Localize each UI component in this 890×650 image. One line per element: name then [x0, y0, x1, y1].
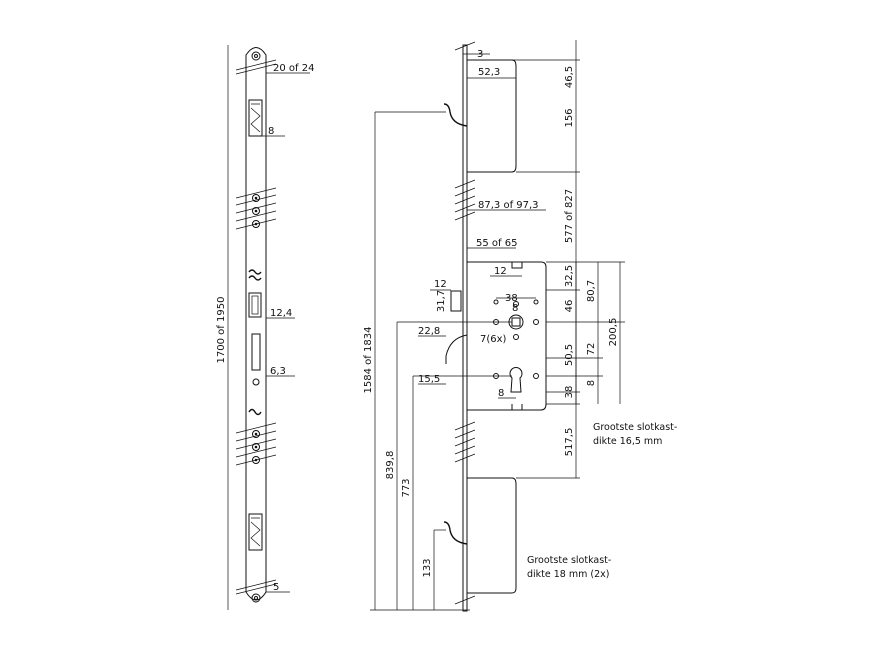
- dim-32-5: 32,5: [564, 265, 575, 287]
- dim-total-height: 1700 of 1950: [216, 297, 227, 364]
- note-2-line-2: dikte 18 mm (2x): [527, 569, 609, 580]
- dim-latch-height: 31,7: [436, 290, 447, 312]
- dim-46: 46: [564, 300, 575, 313]
- dim-follower-offset: 12: [494, 266, 507, 277]
- side-break-marks: [454, 41, 476, 605]
- side-front-plate: [462, 44, 468, 612]
- dim-cyl-offset-b: 8: [498, 388, 504, 399]
- latch-bolt: [450, 290, 462, 312]
- dim-latch-projection: 22,8: [418, 326, 440, 337]
- dim-latch-width: 12,4: [270, 308, 292, 319]
- dim-top-case-depth: 52,3: [478, 67, 500, 78]
- dim-38-lower: 38: [564, 386, 575, 399]
- bottom-screw-hole: [251, 593, 261, 603]
- dim-cyl-offset-a: 8: [586, 380, 597, 386]
- dim-screw-note: 7(6x): [480, 334, 507, 345]
- dim-50-5: 50,5: [564, 344, 575, 366]
- dim-handle-height-1: 1584 of 1834: [363, 327, 374, 394]
- side-view: 3 52,3 46,5 156 87,3 of 97,3 577 of 827 …: [363, 40, 677, 612]
- dim-200-5: 200,5: [608, 318, 619, 347]
- dim-top-offset: 46,5: [564, 66, 575, 88]
- dim-hole-offset: 6,3: [270, 366, 286, 377]
- cylinder-hole: [509, 367, 523, 393]
- dim-plate-thickness: 3: [477, 49, 483, 60]
- dim-spindle-square: 8: [512, 303, 518, 314]
- lower-case: [467, 477, 517, 594]
- dim-15-5: 15,5: [418, 374, 440, 385]
- note-1-line-2: dikte 16,5 mm: [593, 436, 662, 447]
- main-lock-case: [467, 261, 547, 411]
- lower-hook: [443, 521, 468, 545]
- latch-opening: [248, 292, 262, 318]
- dim-top-case-height: 156: [564, 108, 575, 127]
- dim-backset: 55 of 65: [476, 238, 517, 249]
- front-plate-view: 1700 of 1950 20 of 24 8 12,4 6,3 5: [216, 45, 314, 610]
- deadbolt-opening: [251, 333, 261, 371]
- dim-bolt-width: 8: [268, 126, 274, 137]
- lower-holes: [252, 430, 260, 464]
- upper-symbol: [248, 269, 262, 281]
- lower-symbol: [248, 408, 262, 416]
- dim-upper-spacing: 577 of 827: [564, 189, 575, 243]
- dim-spindle-spacing: 38: [505, 293, 518, 304]
- upper-hook-bolt: [248, 99, 263, 137]
- top-screw-hole: [251, 51, 261, 61]
- dim-80-7: 80,7: [586, 280, 597, 302]
- dim-latch-offset: 12: [434, 279, 447, 290]
- lower-hook-bolt: [248, 513, 263, 551]
- dim-handle-height-3: 773: [401, 478, 412, 497]
- note-1-line-1: Grootste slotkast-: [593, 422, 677, 433]
- dim-backset-top: 20 of 24: [273, 63, 314, 74]
- dim-case-depth-range: 87,3 of 97,3: [478, 200, 539, 211]
- dim-bottom-offset: 5: [273, 582, 279, 593]
- latch-curve: [445, 334, 468, 364]
- dim-72: 72: [586, 343, 597, 356]
- upper-holes: [252, 194, 260, 228]
- dim-517-5: 517,5: [564, 428, 575, 457]
- dim-bottom: 133: [422, 558, 433, 577]
- dim-handle-height-2: 839,8: [385, 451, 396, 480]
- note-2-line-1: Grootste slotkast-: [527, 555, 611, 566]
- upper-hook: [443, 103, 468, 127]
